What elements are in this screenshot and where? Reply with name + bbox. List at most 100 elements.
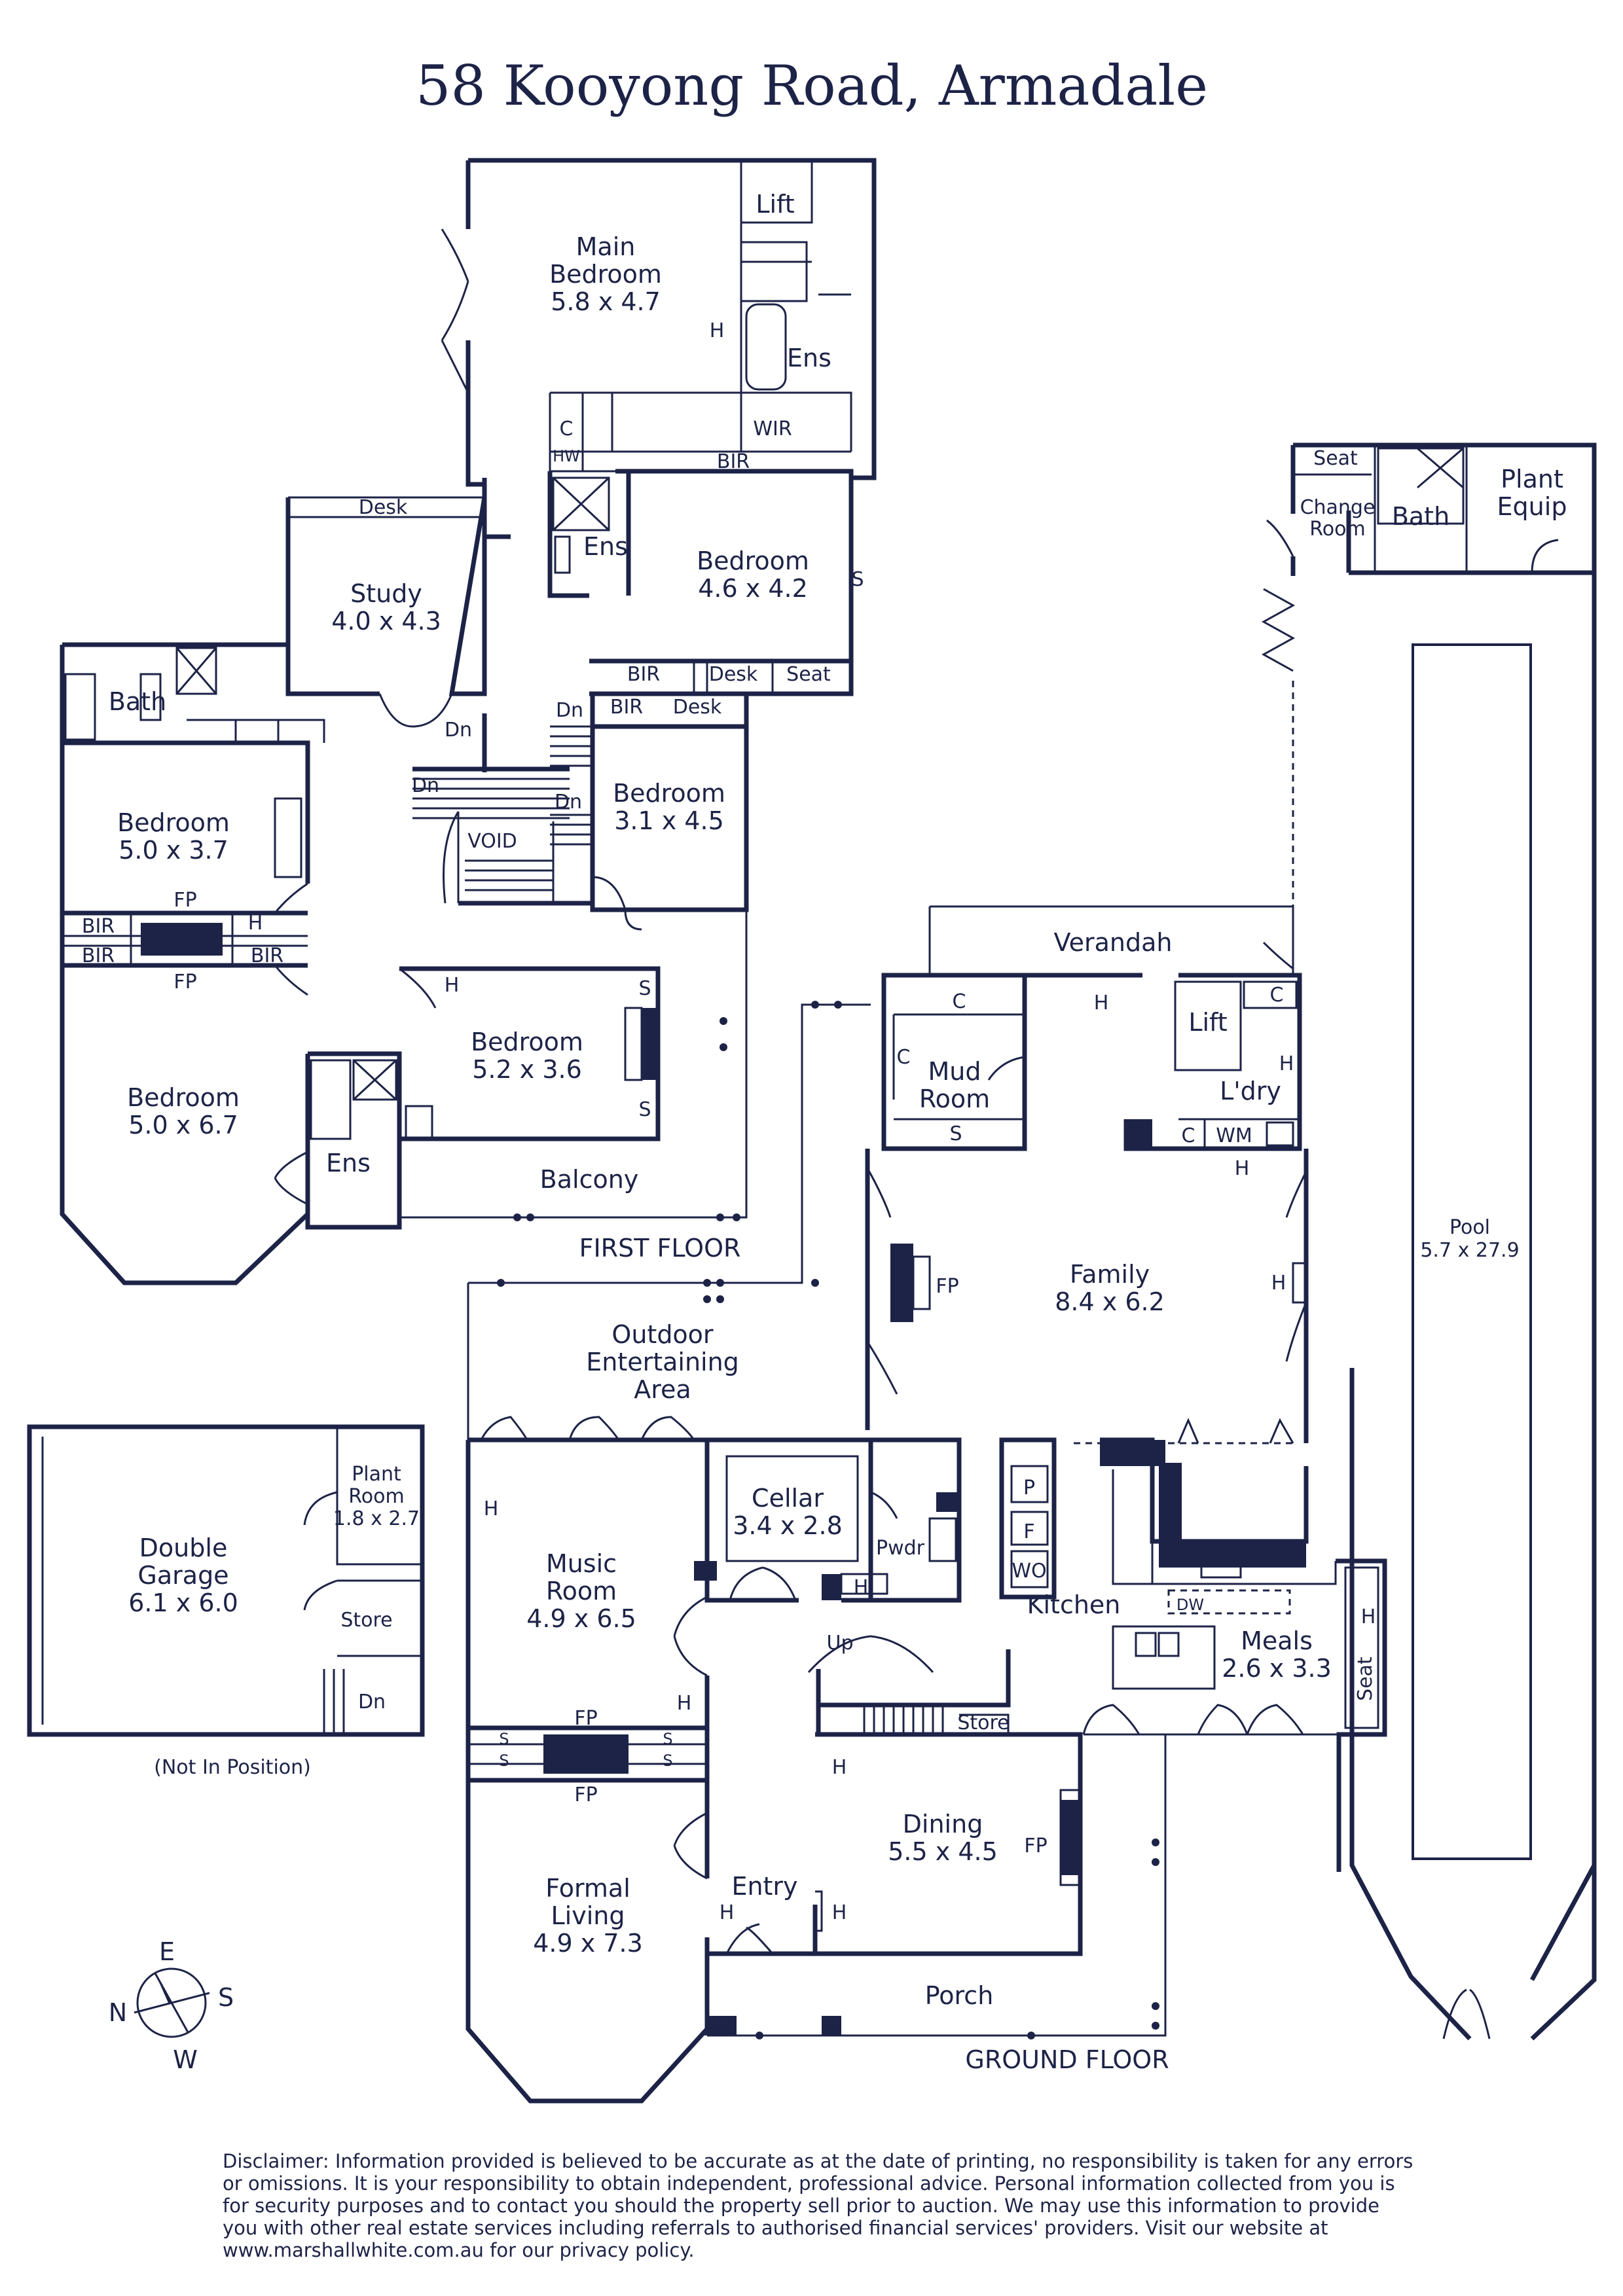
- bedroom-46-label: Bedroom: [697, 547, 809, 575]
- c-label-mud-1: C: [953, 990, 966, 1013]
- h-label-meals: H: [1361, 1605, 1376, 1628]
- music-room-size: 4.9 x 6.5: [526, 1604, 636, 1633]
- desk-study-label: Desk: [359, 496, 408, 519]
- s-label-fp-3: S: [663, 1730, 672, 1748]
- s-label-mud: S: [949, 1122, 962, 1145]
- outdoor-label-1: Outdoor: [611, 1320, 714, 1349]
- dn-label-3: Dn: [412, 774, 439, 797]
- wir-label: WIR: [753, 418, 792, 440]
- plant-equip-label-1: Plant: [1501, 465, 1563, 493]
- fp-family-label: FP: [936, 1275, 958, 1298]
- double-garage-size: 6.1 x 6.0: [128, 1588, 238, 1617]
- bedroom-31-size: 3.1 x 4.5: [614, 806, 724, 835]
- formal-living-label-1: Formal: [545, 1874, 630, 1903]
- h-label-bed52: H: [445, 974, 460, 997]
- compass-n: N: [109, 1998, 127, 2027]
- s-label-fp-1: S: [499, 1730, 509, 1748]
- c-label-first: C: [560, 418, 574, 440]
- garage-store-label: Store: [340, 1609, 392, 1632]
- ground-floor-plan: [465, 905, 1387, 2104]
- void-label: VOID: [467, 830, 517, 853]
- pantry-p-label: P: [1023, 1477, 1035, 1499]
- bedroom-5037-label: Bedroom: [117, 808, 230, 837]
- h-label-entry-2: H: [832, 1901, 847, 1924]
- compass-w: W: [173, 2045, 198, 2074]
- stairs-first: [412, 725, 593, 906]
- h-label-verandah: H: [1094, 992, 1109, 1014]
- h-label-bedleft: H: [248, 912, 263, 935]
- balcony-label: Balcony: [540, 1165, 639, 1194]
- bir-right-label: BIR: [251, 944, 283, 967]
- hw-label: HW: [553, 447, 580, 465]
- verandah-label: Verandah: [1054, 928, 1173, 957]
- meals-label: Meals: [1241, 1626, 1313, 1655]
- pool-size: 5.7 x 27.9: [1420, 1239, 1519, 1262]
- bedroom-5067-size: 5.0 x 6.7: [128, 1111, 238, 1139]
- first-floor-labels: Main Bedroom 5.8 x 4.7 Lift Ens WIR BIR …: [82, 190, 864, 1263]
- bedroom-5067-label: Bedroom: [127, 1083, 240, 1112]
- pantry-wo-label: WO: [1012, 1560, 1046, 1583]
- bir-bed31-label: BIR: [610, 696, 643, 719]
- family-size: 8.4 x 6.2: [1055, 1287, 1165, 1316]
- plant-room-size: 1.8 x 2.7: [333, 1507, 420, 1530]
- pool-labels: Seat Change Room Bath Plant Equip Pool 5…: [1300, 447, 1567, 1262]
- bath-first-label: Bath: [109, 687, 166, 716]
- not-in-position-label: (Not In Position): [154, 1756, 311, 1779]
- bir-left-label-2: BIR: [82, 944, 115, 967]
- main-bedroom-size: 5.8 x 4.7: [551, 287, 661, 316]
- s-label-fp-2: S: [499, 1751, 509, 1770]
- disclaimer-text: Disclaimer: Information provided is beli…: [223, 2150, 1413, 2261]
- ens-main-label: Ens: [787, 344, 831, 372]
- bedroom-52-size: 5.2 x 3.6: [472, 1055, 582, 1084]
- compass-s: S: [218, 1983, 234, 2012]
- pantry-f-label: F: [1023, 1520, 1034, 1543]
- bir-bed46-label: BIR: [627, 663, 660, 686]
- s-label-bed46: S: [851, 568, 864, 591]
- fp-first-label-2: FP: [173, 971, 196, 994]
- desk-bed46-label: Desk: [709, 663, 758, 686]
- outdoor-label-3: Area: [634, 1375, 691, 1404]
- fp-ground-label-2: FP: [574, 1784, 597, 1806]
- change-room-label-2: Room: [1309, 518, 1365, 541]
- fp-first-label-1: FP: [173, 889, 196, 912]
- study-label: Study: [350, 579, 422, 608]
- pwdr-label: Pwdr: [876, 1537, 925, 1560]
- dining-label: Dining: [903, 1810, 983, 1839]
- h-label-music: H: [484, 1498, 499, 1520]
- ens2-label: Ens: [583, 532, 628, 561]
- garage-plan: [27, 1424, 425, 1737]
- pool-label: Pool: [1450, 1216, 1490, 1239]
- double-garage-label-2: Garage: [137, 1561, 228, 1590]
- fp-dining-label: FP: [1024, 1835, 1047, 1857]
- music-room-label-2: Room: [546, 1577, 617, 1605]
- garage-labels: Double Garage 6.1 x 6.0 Plant Room 1.8 x…: [128, 1463, 420, 1779]
- entry-label: Entry: [731, 1872, 797, 1901]
- change-room-label-1: Change: [1300, 496, 1376, 519]
- bedroom-31-label: Bedroom: [613, 779, 725, 808]
- pool-bath-label: Bath: [1392, 502, 1450, 531]
- s-label-fp-4: S: [663, 1751, 672, 1770]
- ldry-label: L'dry: [1220, 1077, 1281, 1105]
- main-bedroom-label-2: Bedroom: [549, 260, 662, 289]
- meals-size: 2.6 x 3.3: [1222, 1654, 1332, 1683]
- study-size: 4.0 x 4.3: [331, 607, 441, 636]
- up-label: Up: [826, 1632, 853, 1655]
- dining-size: 5.5 x 4.5: [888, 1837, 998, 1866]
- bedroom-5037-size: 5.0 x 3.7: [119, 836, 228, 865]
- h-label-wm: H: [1235, 1157, 1250, 1180]
- pool-area: [1261, 442, 1597, 2041]
- h-label-cellar: H: [854, 1576, 869, 1599]
- desk-bed31-label: Desk: [673, 696, 722, 719]
- s-label-bed52-2: S: [638, 1098, 651, 1121]
- outdoor-label-2: Entertaining: [586, 1348, 739, 1376]
- plant-equip-label-2: Equip: [1497, 492, 1567, 521]
- mud-room-label-2: Room: [919, 1085, 990, 1113]
- dw-label: DW: [1176, 1596, 1204, 1614]
- music-room-label-1: Music: [546, 1549, 617, 1578]
- main-bedroom-label-1: Main: [576, 232, 636, 261]
- cellar-label: Cellar: [752, 1484, 824, 1513]
- first-floor-label: FIRST FLOOR: [579, 1234, 741, 1263]
- plan-title: 58 Kooyong Road, Armadale: [416, 54, 1208, 118]
- formal-living-label-2: Living: [551, 1901, 625, 1930]
